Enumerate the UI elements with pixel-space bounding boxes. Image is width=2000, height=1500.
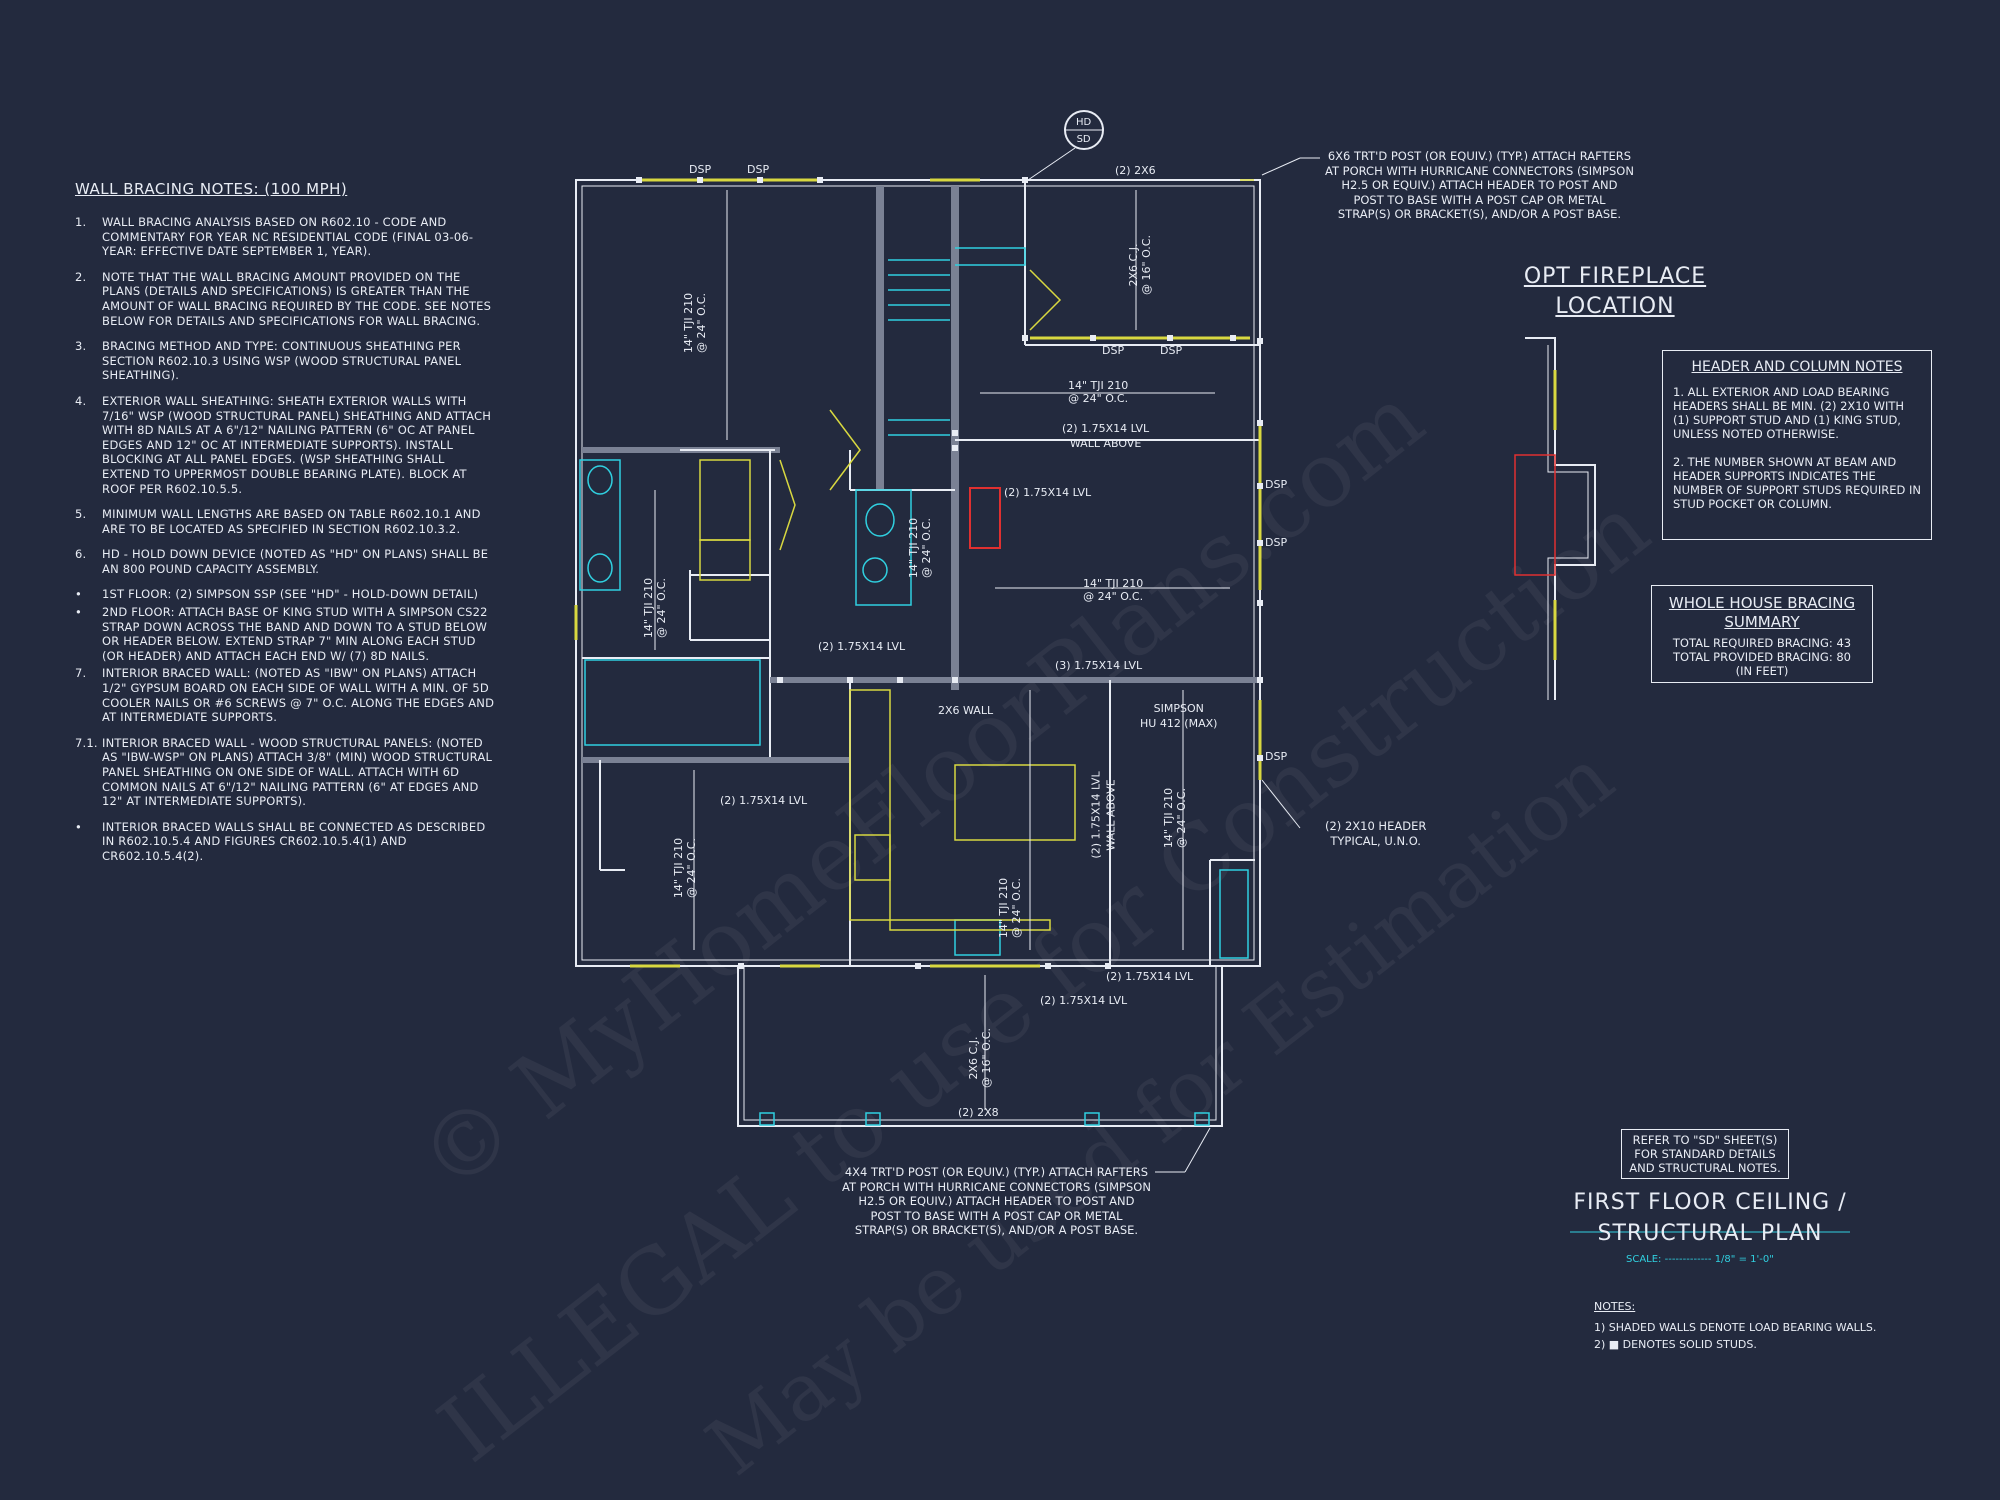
wall-bracing-item: • INTERIOR BRACED WALLS SHALL BE CONNECTE… bbox=[75, 820, 495, 864]
label-cj-porch: 2x6 C.J.@ 16" O.C. bbox=[966, 1028, 993, 1088]
wall-bracing-item-number: 6. bbox=[75, 547, 87, 562]
fireplace-symbol bbox=[969, 487, 1001, 549]
label-tji-right: 14" TJI 210@ 24" O.C. bbox=[1162, 787, 1189, 849]
wall-bracing-item-text: NOTE THAT THE WALL BRACING AMOUNT PROVID… bbox=[102, 269, 492, 328]
notes-title: NOTES: bbox=[1594, 1300, 1636, 1313]
wall-bracing-item-text: INTERIOR BRACED WALL: (NOTED AS "IBW" ON… bbox=[102, 666, 495, 725]
wall-bracing-item-number: 2. bbox=[75, 269, 87, 284]
fireplace-title: OPT FIREPLACE LOCATION bbox=[1523, 264, 1707, 319]
stairs bbox=[579, 247, 1249, 959]
wall-bracing-item: 4. EXTERIOR WALL SHEATHING: SHEATH EXTERI… bbox=[75, 394, 495, 496]
label-tji-left: 14" TJI 210@ 24" O.C. bbox=[682, 292, 709, 354]
label-dsp-5: DSP bbox=[1265, 478, 1288, 491]
wall-bracing-item-number: • bbox=[75, 819, 82, 834]
label-dsp-3: DSP bbox=[1102, 344, 1125, 357]
callout-post-4x4: 4x4 TRT'D POST (OR EQUIV.) (TYP.) ATTACH… bbox=[842, 1165, 1151, 1237]
wall-bracing-item-number: 5. bbox=[75, 507, 87, 522]
wall-bracing-item-text: 2ND FLOOR: ATTACH BASE OF KING STUD WITH… bbox=[102, 605, 488, 663]
wall-bracing-item: • 2ND FLOOR: ATTACH BASE OF KING STUD WIT… bbox=[75, 605, 495, 663]
wall-bracing-notes: WALL BRACING NOTES: (100 MPH) 1. WALL BRA… bbox=[75, 180, 495, 867]
porch bbox=[737, 966, 1223, 1127]
header-column-notes: HEADER AND COLUMN NOTES 1. ALL EXTERIOR … bbox=[1662, 350, 1932, 540]
wall-bracing-item-text: MINIMUM WALL LENGTHS ARE BASED ON TABLE … bbox=[102, 507, 481, 536]
label-2x6-wall: 2x6 WALL bbox=[938, 704, 994, 717]
wall-bracing-item: 3. BRACING METHOD AND TYPE: CONTINUOUS SH… bbox=[75, 339, 495, 383]
header-note-1: 1. ALL EXTERIOR AND LOAD BEARING HEADERS… bbox=[1673, 385, 1905, 441]
bracing-summary: WHOLE HOUSE BRACING SUMMARY TOTAL REQUIR… bbox=[1651, 585, 1873, 683]
plan-notes: NOTES: 1) SHADED WALLS DENOTE LOAD BEARI… bbox=[1594, 1300, 1876, 1353]
header-note-2: 2. THE NUMBER SHOWN AT BEAM AND HEADER S… bbox=[1673, 455, 1921, 511]
label-top-2x6: (2) 2x6 bbox=[1115, 164, 1156, 177]
wall-bracing-item: 7.1. INTERIOR BRACED WALL - WOOD STRUCTUR… bbox=[75, 736, 495, 809]
label-lvl-bed2: (2) 1.75x14 LVL bbox=[720, 794, 808, 807]
wall-bracing-title: WALL BRACING NOTES: (100 MPH) bbox=[75, 180, 348, 198]
wall-bracing-item-number: • bbox=[75, 587, 82, 602]
refer-box: REFER TO "SD" SHEET(S) FOR STANDARD DETA… bbox=[1621, 1129, 1789, 1179]
note-2: 2) ■ DENOTES SOLID STUDS. bbox=[1594, 1338, 1757, 1351]
wall-bracing-item-number: 7. bbox=[75, 666, 87, 681]
wall-bracing-item-number: 4. bbox=[75, 393, 87, 408]
label-tji-kitchen: 14" TJI 210@ 24" O.C. bbox=[997, 877, 1024, 939]
wall-bracing-item-text: EXTERIOR WALL SHEATHING: SHEATH EXTERIOR… bbox=[102, 393, 492, 496]
label-dsp-7: DSP bbox=[1265, 750, 1288, 763]
callout-post-6x6: 6x6 TRT'D POST (OR EQUIV.) (TYP.) ATTACH… bbox=[1325, 149, 1634, 221]
kitchen-cabinets bbox=[699, 179, 1254, 931]
plan-scale: SCALE: ------------- 1/8" = 1'-0" bbox=[1626, 1254, 1774, 1265]
bracing-required: TOTAL REQUIRED BRACING: 43 bbox=[1672, 636, 1852, 650]
refer-line-2: FOR STANDARD DETAILS bbox=[1634, 1147, 1776, 1161]
label-lvl-porch: (2) 1.75x14 LVL bbox=[1040, 994, 1128, 1007]
wall-bracing-item-number: 3. bbox=[75, 339, 87, 354]
note-1: 1) SHADED WALLS DENOTE LOAD BEARING WALL… bbox=[1594, 1321, 1877, 1334]
header-notes-title: HEADER AND COLUMN NOTES bbox=[1691, 359, 1903, 375]
wall-bracing-item-text: INTERIOR BRACED WALLS SHALL BE CONNECTED… bbox=[102, 819, 486, 863]
wall-bracing-item: • 1ST FLOOR: (2) SIMPSON SSP (SEE "HD" - … bbox=[75, 587, 495, 602]
wall-bracing-item: 6. HD - HOLD DOWN DEVICE (NOTED AS "HD" O… bbox=[75, 547, 495, 576]
label-lvl-fireplace: (2) 1.75x14 LVL bbox=[1004, 486, 1092, 499]
wall-bracing-item-number: 7.1. bbox=[75, 735, 98, 750]
label-dsp-6: DSP bbox=[1265, 536, 1288, 549]
wall-bracing-item-text: 1ST FLOOR: (2) SIMPSON SSP (SEE "HD" - H… bbox=[102, 587, 479, 602]
label-tji-bed2: 14" TJI 210@ 24" O.C. bbox=[672, 837, 699, 899]
label-lvl3: (3) 1.75x14 LVL bbox=[1055, 659, 1143, 672]
refer-line-3: AND STRUCTURAL NOTES. bbox=[1629, 1161, 1781, 1175]
plan-title: FIRST FLOOR CEILING / STRUCTURAL PLAN bbox=[1573, 1190, 1847, 1246]
label-dsp-4: DSP bbox=[1160, 344, 1183, 357]
wall-bracing-item-text: WALL BRACING ANALYSIS BASED ON R602.10 -… bbox=[102, 215, 474, 259]
wall-bracing-list: 1. WALL BRACING ANALYSIS BASED ON R602.10… bbox=[75, 215, 495, 864]
label-tji-bath: 14" TJI 210@ 24" O.C. bbox=[907, 517, 934, 579]
label-lvl-left: (2) 1.75x14 LVL bbox=[818, 640, 906, 653]
bracing-summary-title: WHOLE HOUSE BRACING SUMMARY bbox=[1668, 594, 1856, 631]
wall-bracing-item-number: • bbox=[75, 605, 82, 620]
wall-bracing-item: 2. NOTE THAT THE WALL BRACING AMOUNT PROV… bbox=[75, 270, 495, 328]
bracing-provided: TOTAL PROVIDED BRACING: 80 bbox=[1673, 650, 1851, 664]
label-cj-top: 2x6 C.J.@ 16" O.C. bbox=[1126, 235, 1153, 295]
label-dsp-1: DSP bbox=[689, 163, 712, 176]
wall-bracing-item-number: 1. bbox=[75, 215, 87, 229]
label-lvl-lower: (2) 1.75x14 LVL bbox=[1106, 970, 1194, 983]
label-tji-mid: 14" TJI 210@ 24" O.C. bbox=[1068, 379, 1129, 405]
fireplace-detail bbox=[1514, 337, 1596, 700]
label-tji-bed: 14" TJI 210@ 24" O.C. bbox=[642, 577, 669, 639]
bracing-unit: (IN FEET) bbox=[1735, 664, 1789, 678]
label-dsp-2: DSP bbox=[747, 163, 770, 176]
label-tji-center: 14" TJI 210@ 24" O.C. bbox=[1083, 577, 1144, 603]
wall-bracing-item-text: HD - HOLD DOWN DEVICE (NOTED AS "HD" ON … bbox=[102, 547, 489, 576]
wall-bracing-item: 5. MINIMUM WALL LENGTHS ARE BASED ON TABL… bbox=[75, 507, 495, 536]
wall-bracing-item-text: INTERIOR BRACED WALL - WOOD STRUCTURAL P… bbox=[102, 735, 493, 809]
wall-bracing-item: 7. INTERIOR BRACED WALL: (NOTED AS "IBW" … bbox=[75, 666, 495, 724]
label-bot-2x8: (2) 2x8 bbox=[958, 1106, 999, 1119]
wall-bracing-item: 1. WALL BRACING ANALYSIS BASED ON R602.10… bbox=[75, 215, 495, 259]
wall-bracing-item-text: BRACING METHOD AND TYPE: CONTINUOUS SHEA… bbox=[102, 339, 462, 383]
refer-line-1: REFER TO "SD" SHEET(S) bbox=[1632, 1133, 1778, 1147]
